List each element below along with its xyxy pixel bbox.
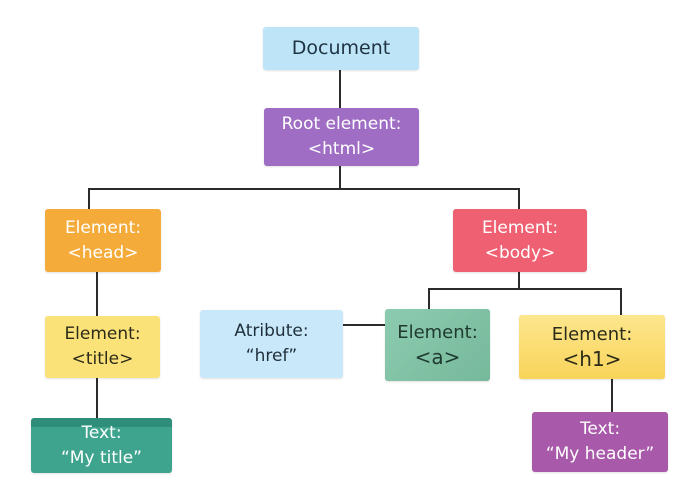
connector-document-root: [339, 70, 341, 108]
connector-to-a: [428, 288, 430, 309]
node-body-element-label: Element:: [481, 217, 559, 238]
node-title-element: Element: <title>: [45, 316, 160, 378]
node-a-element: Element: <a>: [385, 309, 490, 381]
node-title-element-label: Element:: [64, 324, 141, 344]
node-text-my-header-value: “My header”: [545, 444, 655, 464]
connector-body-horizontal: [428, 288, 622, 290]
connector-root-horizontal: [88, 188, 520, 190]
node-document: Document: [263, 27, 419, 70]
node-h1-element-label: Element:: [551, 324, 633, 345]
connector-to-body: [518, 188, 520, 209]
node-body-element-tag: <body>: [484, 242, 556, 263]
node-attribute-href: Atribute: “href”: [200, 310, 343, 378]
connector-title-text: [96, 378, 98, 418]
node-title-element-tag: <title>: [71, 349, 134, 369]
node-root-element-tag: <html>: [307, 139, 376, 159]
node-body-element: Element: <body>: [453, 209, 587, 272]
node-text-my-header: Text: “My header”: [532, 412, 668, 472]
node-root-element: Root element: <html>: [264, 108, 419, 166]
node-h1-element-tag: <h1>: [562, 347, 622, 371]
node-text-my-title: Text: “My title”: [31, 418, 172, 473]
connector-body-down: [518, 272, 520, 289]
node-attribute-href-label: Atribute:: [234, 321, 309, 341]
connector-attribute-a: [343, 324, 385, 326]
connector-h1-text: [611, 379, 613, 412]
connector-to-h1: [620, 288, 622, 315]
node-text-my-title-value: “My title”: [61, 447, 142, 468]
node-a-element-tag: <a>: [414, 345, 461, 369]
node-attribute-href-value: “href”: [245, 346, 298, 366]
connector-root-down: [339, 166, 341, 189]
node-root-element-label: Root element:: [281, 114, 402, 134]
node-text-my-title-label: Text:: [81, 422, 122, 443]
node-head-element-tag: <head>: [67, 242, 139, 263]
node-text-my-header-label: Text:: [579, 419, 621, 439]
node-head-element-label: Element:: [64, 217, 142, 238]
node-a-element-label: Element:: [397, 322, 478, 343]
connector-to-head: [88, 188, 90, 209]
connector-head-title: [96, 272, 98, 316]
node-head-element: Element: <head>: [45, 209, 161, 272]
node-h1-element: Element: <h1>: [519, 315, 665, 379]
node-document-label: Document: [291, 37, 391, 59]
